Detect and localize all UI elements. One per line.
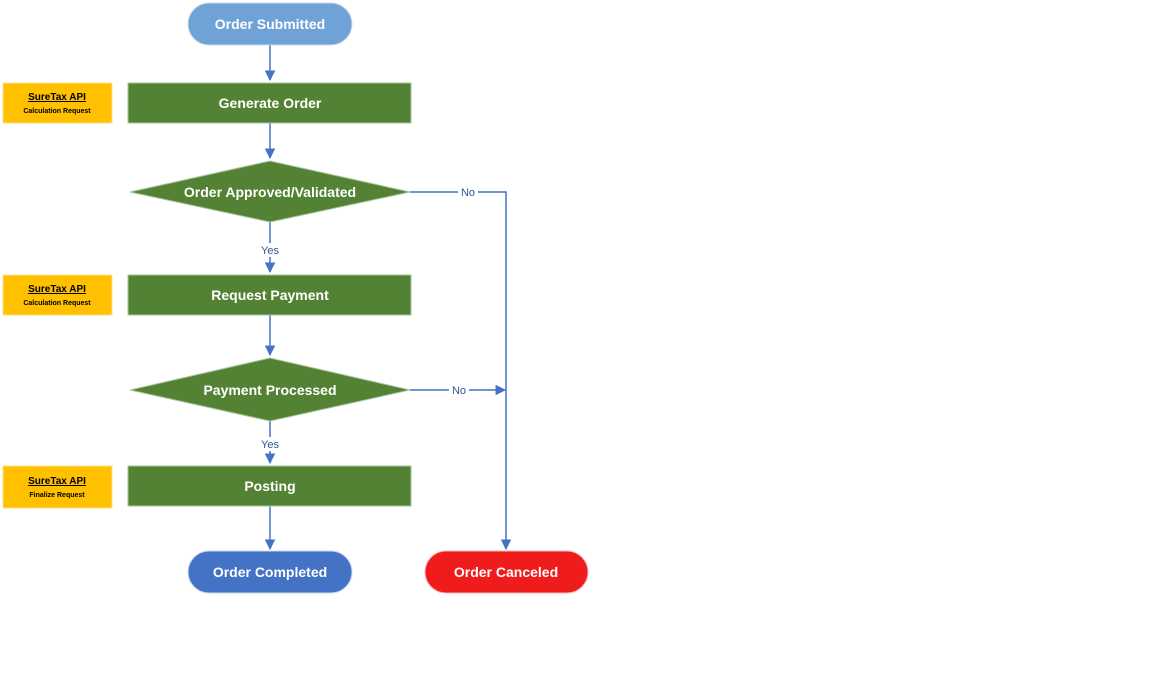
order-canceled-label: Order Canceled <box>454 564 558 580</box>
edge-label-payment-yes: Yes <box>261 439 279 451</box>
edge-labels: No Yes No Yes <box>259 185 478 451</box>
api-box-generate-order: SureTax API Calculation Request <box>2 82 113 124</box>
process-generate-order: Generate Order <box>127 82 412 124</box>
api-box-request-payment: SureTax API Calculation Request <box>2 274 113 316</box>
order-completed-label: Order Completed <box>213 564 327 580</box>
api-box-generate-order-subtitle: Calculation Request <box>23 108 91 115</box>
terminal-order-completed: Order Completed <box>187 550 353 594</box>
order-approved-label: Order Approved/Validated <box>184 184 356 200</box>
posting-label: Posting <box>244 478 295 494</box>
terminal-order-canceled: Order Canceled <box>424 550 589 594</box>
process-posting: Posting <box>127 465 412 507</box>
decision-payment-processed: Payment Processed <box>129 357 411 422</box>
api-box-request-payment-title: SureTax API <box>28 284 86 295</box>
order-submitted-label: Order Submitted <box>215 16 325 32</box>
edge-approved-no-to-canceled <box>410 191 512 551</box>
terminal-order-submitted: Order Submitted <box>187 2 353 46</box>
edge-label-payment-no: No <box>452 385 466 397</box>
request-payment-label: Request Payment <box>211 287 329 303</box>
api-box-posting-subtitle: Finalize Request <box>29 492 85 499</box>
api-box-posting-title: SureTax API <box>28 476 86 487</box>
edge-label-approved-yes: Yes <box>261 245 279 257</box>
api-box-posting: SureTax API Finalize Request <box>2 465 113 509</box>
api-box-request-payment-subtitle: Calculation Request <box>23 300 91 307</box>
payment-processed-label: Payment Processed <box>203 382 336 398</box>
decision-order-approved: Order Approved/Validated <box>129 160 411 223</box>
api-box-generate-order-title: SureTax API <box>28 92 86 103</box>
generate-order-label: Generate Order <box>219 95 322 111</box>
edge-label-approved-no: No <box>461 187 475 199</box>
process-request-payment: Request Payment <box>127 274 412 316</box>
